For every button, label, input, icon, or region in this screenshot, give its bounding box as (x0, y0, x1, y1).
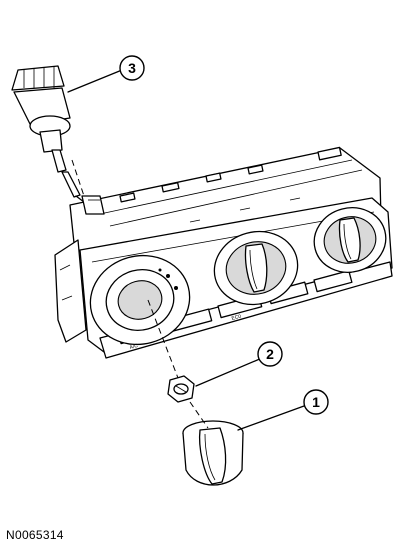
climate-control-panel (54, 146, 393, 359)
alignment-line-nut (147, 299, 179, 379)
callout-3: 3 (119, 55, 145, 81)
cable-actuator-part (11, 65, 105, 215)
retaining-nut-part (167, 375, 195, 403)
figure-id-label: N0065314 (6, 528, 64, 542)
callout-2: 2 (257, 341, 283, 367)
control-knob-part (182, 420, 244, 486)
button-label-ac: A/C (129, 343, 139, 351)
alignment-line-knob (189, 401, 209, 429)
callout-1-number: 1 (312, 394, 320, 410)
callout-1: 1 (303, 389, 329, 415)
leader-line-2 (195, 357, 263, 387)
leader-line-3 (67, 69, 123, 93)
leader-line-1 (237, 405, 305, 431)
button-label-ec0: EC0 (231, 314, 242, 322)
alignment-line-cable (71, 159, 85, 197)
callout-3-number: 3 (128, 60, 136, 76)
callout-2-number: 2 (266, 346, 274, 362)
